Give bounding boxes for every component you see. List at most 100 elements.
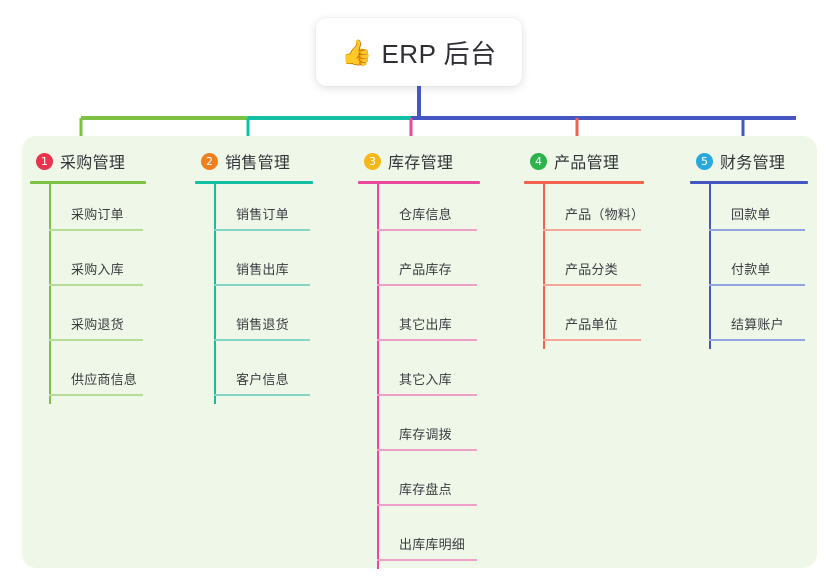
- column-spine-4: [543, 184, 545, 349]
- list-item[interactable]: 产品单位: [543, 294, 644, 349]
- list-item-underline: [543, 339, 641, 341]
- list-item-label: 结算账户: [731, 317, 784, 332]
- column-title-5: 财务管理: [720, 155, 786, 172]
- column-number-badge-2: 2: [201, 152, 218, 170]
- column-5: 5 财务管理回款单付款单结算账户: [690, 148, 808, 349]
- list-item-underline: [377, 229, 477, 231]
- list-item[interactable]: 销售订单: [214, 184, 313, 239]
- list-item-underline: [377, 394, 477, 396]
- list-item[interactable]: 回款单: [709, 184, 808, 239]
- list-item-label: 产品（物料）: [565, 207, 645, 222]
- list-item[interactable]: 销售出库: [214, 239, 313, 294]
- list-item-underline: [214, 339, 310, 341]
- column-title-4: 产品管理: [554, 155, 620, 172]
- column-title-3: 库存管理: [388, 155, 454, 172]
- list-item[interactable]: 付款单: [709, 239, 808, 294]
- list-item[interactable]: 结算账户: [709, 294, 808, 349]
- column-title-1: 采购管理: [60, 155, 126, 172]
- list-item-label: 其它出库: [399, 317, 452, 332]
- list-item[interactable]: 其它出库: [377, 294, 480, 349]
- column-items-3: 仓库信息产品库存其它出库其它入库库存调拨库存盘点出库库明细: [377, 184, 480, 569]
- list-item[interactable]: 出库库明细: [377, 514, 480, 569]
- list-item-label: 库存调拨: [399, 427, 452, 442]
- list-item-label: 采购订单: [71, 207, 124, 222]
- list-item-label: 其它入库: [399, 372, 452, 387]
- list-item[interactable]: 客户信息: [214, 349, 313, 404]
- column-spine-3: [377, 184, 379, 569]
- column-underline-2: [195, 181, 313, 184]
- list-item[interactable]: 库存调拨: [377, 404, 480, 459]
- list-item-underline: [377, 449, 477, 451]
- list-item-label: 产品单位: [565, 317, 618, 332]
- list-item-underline: [49, 229, 143, 231]
- list-item-underline: [543, 229, 641, 231]
- list-item-underline: [377, 284, 477, 286]
- list-item-label: 库存盘点: [399, 482, 452, 497]
- column-number-badge-5: 5: [696, 152, 713, 170]
- list-item-underline: [49, 284, 143, 286]
- root-node-content: 👍 ERP 后台: [341, 34, 496, 71]
- list-item-label: 销售出库: [236, 262, 289, 277]
- column-spine-1: [49, 184, 51, 404]
- column-items-1: 采购订单采购入库采购退货供应商信息: [49, 184, 146, 404]
- list-item-label: 产品库存: [399, 262, 452, 277]
- list-item-underline: [377, 559, 477, 561]
- column-underline-1: [30, 181, 146, 184]
- root-node-card[interactable]: 👍 ERP 后台: [316, 18, 522, 86]
- list-item-underline: [49, 394, 143, 396]
- list-item[interactable]: 采购退货: [49, 294, 146, 349]
- list-item-label: 仓库信息: [399, 207, 452, 222]
- list-item-underline: [709, 339, 805, 341]
- list-item-underline: [709, 229, 805, 231]
- list-item-label: 回款单: [731, 207, 771, 222]
- list-item[interactable]: 库存盘点: [377, 459, 480, 514]
- column-header-3[interactable]: 3 库存管理: [358, 148, 480, 174]
- column-items-2: 销售订单销售出库销售退货客户信息: [214, 184, 313, 404]
- list-item-label: 采购入库: [71, 262, 124, 277]
- list-item-underline: [377, 339, 477, 341]
- column-2: 2 销售管理销售订单销售出库销售退货客户信息: [195, 148, 313, 404]
- column-items-4: 产品（物料） 产品分类产品单位: [543, 184, 644, 349]
- column-items-5: 回款单付款单结算账户: [709, 184, 808, 349]
- column-title-2: 销售管理: [225, 155, 291, 172]
- list-item-label: 销售退货: [236, 317, 289, 332]
- list-item[interactable]: 产品库存: [377, 239, 480, 294]
- column-number-badge-3: 3: [364, 152, 381, 170]
- list-item-underline: [709, 284, 805, 286]
- list-item[interactable]: 销售退货: [214, 294, 313, 349]
- list-item[interactable]: 采购入库: [49, 239, 146, 294]
- column-header-2[interactable]: 2 销售管理: [195, 148, 313, 174]
- list-item-underline: [214, 229, 310, 231]
- list-item[interactable]: 产品分类: [543, 239, 644, 294]
- list-item-label: 客户信息: [236, 372, 289, 387]
- list-item-underline: [214, 394, 310, 396]
- column-number-badge-4: 4: [530, 152, 547, 170]
- column-spine-5: [709, 184, 711, 349]
- column-3: 3 库存管理仓库信息产品库存其它出库其它入库库存调拨库存盘点出库库明细: [358, 148, 480, 569]
- list-item-label: 产品分类: [565, 262, 618, 277]
- column-header-5[interactable]: 5 财务管理: [690, 148, 808, 174]
- list-item[interactable]: 采购订单: [49, 184, 146, 239]
- column-header-4[interactable]: 4 产品管理: [524, 148, 644, 174]
- list-item-label: 付款单: [731, 262, 771, 277]
- column-underline-3: [358, 181, 480, 184]
- list-item[interactable]: 供应商信息: [49, 349, 146, 404]
- list-item-underline: [543, 284, 641, 286]
- column-4: 4 产品管理产品（物料） 产品分类产品单位: [524, 148, 644, 349]
- list-item-label: 采购退货: [71, 317, 124, 332]
- list-item[interactable]: 其它入库: [377, 349, 480, 404]
- list-item[interactable]: 产品（物料）: [543, 184, 644, 239]
- list-item-label: 供应商信息: [71, 372, 138, 387]
- list-item[interactable]: 仓库信息: [377, 184, 480, 239]
- column-spine-2: [214, 184, 216, 404]
- root-node-title: ERP 后台: [381, 38, 497, 69]
- column-underline-4: [524, 181, 644, 184]
- column-underline-5: [690, 181, 808, 184]
- thumbs-up-icon: 👍: [341, 37, 373, 67]
- list-item-underline: [377, 504, 477, 506]
- list-item-label: 出库库明细: [399, 537, 466, 552]
- list-item-underline: [49, 339, 143, 341]
